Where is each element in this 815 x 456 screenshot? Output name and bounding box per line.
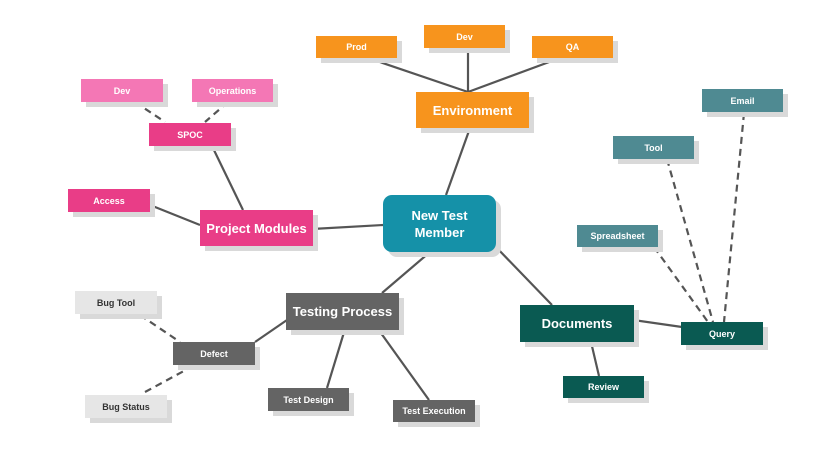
- node-test-design[interactable]: Test Design: [268, 388, 349, 411]
- node-spreadsheet[interactable]: Spreadsheet: [577, 225, 658, 247]
- node-prod[interactable]: Prod: [316, 36, 397, 58]
- link-root-testing-process: [381, 251, 431, 294]
- node-qa[interactable]: QA: [532, 36, 613, 58]
- node-review[interactable]: Review: [563, 376, 644, 398]
- link-environment-prod: [367, 56, 469, 94]
- node-tool[interactable]: Tool: [613, 136, 694, 159]
- node-root-new-test-member[interactable]: New Test Member: [383, 195, 496, 252]
- node-project-modules[interactable]: Project Modules: [200, 210, 313, 246]
- node-spoc-dev[interactable]: Dev: [81, 79, 163, 102]
- link-query-tool: [665, 158, 715, 323]
- node-operations[interactable]: Operations: [192, 79, 273, 102]
- link-spoc-operations: [204, 101, 229, 123]
- node-testing-process[interactable]: Testing Process: [286, 293, 399, 330]
- link-root-environment: [444, 127, 472, 196]
- link-environment-qa: [467, 56, 561, 94]
- link-root-documents: [494, 245, 553, 306]
- node-bug-tool[interactable]: Bug Tool: [75, 291, 157, 314]
- node-query[interactable]: Query: [681, 322, 763, 345]
- link-documents-query: [632, 318, 683, 329]
- node-bug-status[interactable]: Bug Status: [85, 395, 167, 418]
- node-env-dev[interactable]: Dev: [424, 25, 505, 48]
- link-spoc-dev: [134, 101, 166, 123]
- link-query-email: [722, 112, 746, 323]
- node-access[interactable]: Access: [68, 189, 150, 212]
- link-testing-process-defect: [254, 319, 288, 343]
- node-email[interactable]: Email: [702, 89, 783, 112]
- link-query-spreadsheet: [653, 246, 709, 323]
- node-spoc[interactable]: SPOC: [149, 123, 231, 146]
- link-defect-bug-status: [144, 364, 196, 393]
- link-documents-review: [589, 341, 601, 377]
- link-root-project-modules: [311, 223, 384, 231]
- node-documents[interactable]: Documents: [520, 305, 634, 342]
- node-defect[interactable]: Defect: [173, 342, 255, 365]
- node-test-execution[interactable]: Test Execution: [393, 400, 475, 422]
- link-defect-bug-tool: [139, 314, 181, 343]
- node-environment[interactable]: Environment: [416, 92, 529, 128]
- link-testing-process-test-execution: [377, 328, 430, 401]
- link-project-modules-access: [149, 203, 201, 227]
- link-testing-process-test-design: [325, 328, 347, 389]
- link-project-modules-spoc: [211, 145, 244, 211]
